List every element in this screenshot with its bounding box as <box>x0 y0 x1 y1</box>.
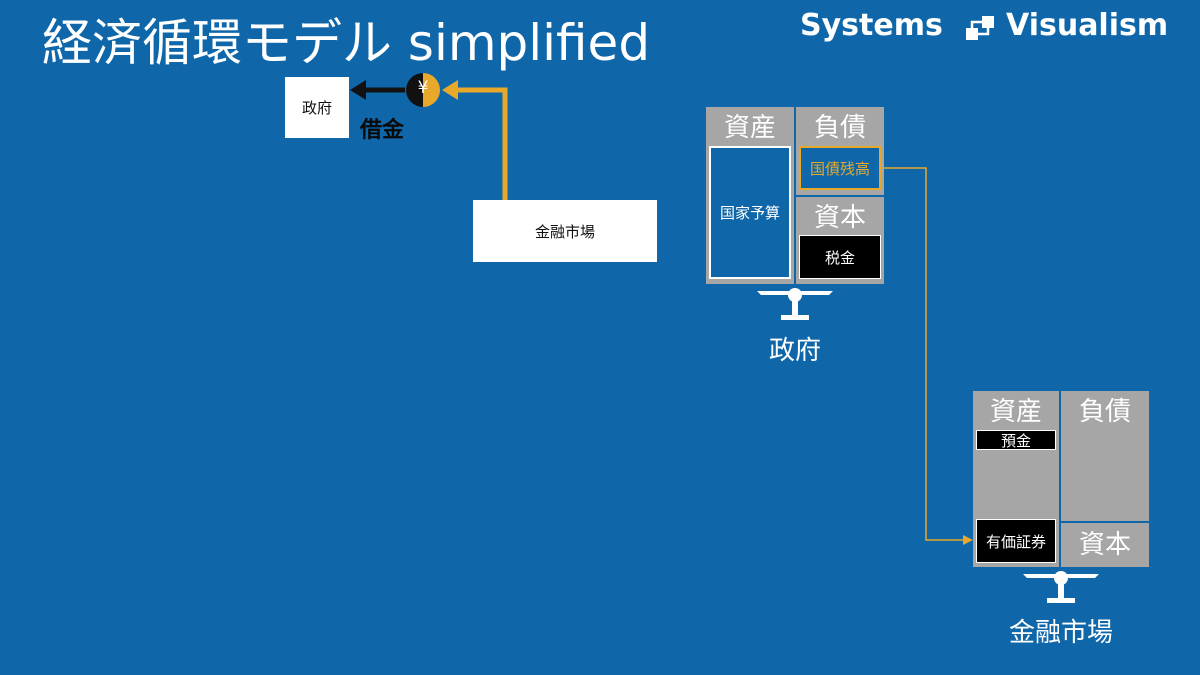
market-to-coin-arrow <box>455 87 508 200</box>
gov-tax-cell: 税金 <box>799 235 881 279</box>
gov-liabilities-column: 負債 国債残高 <box>796 107 884 195</box>
market-deposit-label: 預金 <box>1000 431 1031 450</box>
government-balance-sheet: 資産 国家予算 負債 国債残高 資本 税金 <box>706 107 884 284</box>
market-equity-column: 資本 <box>1061 523 1149 567</box>
financial-market-box: 金融市場 <box>473 200 657 262</box>
market-liabilities-header: 負債 <box>1078 397 1131 427</box>
logo: Systems Visualism <box>800 6 1192 46</box>
market-balance-sheet: 資産 預金 有価証券 負債 資本 <box>973 391 1149 567</box>
gov-caption: 政府 <box>768 336 821 366</box>
financial-market-box-label: 金融市場 <box>534 222 595 241</box>
market-assets-column: 資産 預金 有価証券 <box>973 391 1059 567</box>
bond-to-securities-arrowhead <box>963 535 973 545</box>
market-scale-icon <box>1023 571 1099 603</box>
market-deposit-cell: 預金 <box>976 430 1056 450</box>
gov-equity-header: 資本 <box>813 203 866 233</box>
gov-budget-label: 国家予算 <box>719 204 780 222</box>
gov-budget-cell: 国家予算 <box>709 146 791 279</box>
gov-scale-icon <box>757 288 833 320</box>
gov-assets-header: 資産 <box>723 113 776 143</box>
yen-coin-icon <box>406 73 440 107</box>
gov-tax-label: 税金 <box>824 248 855 267</box>
market-caption: 金融市場 <box>1008 618 1113 648</box>
market-securities-cell: 有価証券 <box>976 519 1056 563</box>
market-liabilities-column: 負債 <box>1061 391 1149 521</box>
bond-to-securities-line <box>880 167 966 541</box>
page-title: 経済循環モデル simplified <box>42 14 651 72</box>
gov-bond-label: 国債残高 <box>809 159 870 178</box>
borrowing-label: 借金 <box>360 118 405 143</box>
market-to-coin-arrowhead <box>442 80 458 100</box>
coin-to-government-arrowhead <box>350 80 366 100</box>
gov-assets-column: 資産 国家予算 <box>706 107 794 284</box>
market-equity-header: 資本 <box>1078 530 1131 560</box>
market-securities-label: 有価証券 <box>985 532 1046 551</box>
flow-chart-icon <box>966 16 994 40</box>
government-box-label: 政府 <box>301 99 332 117</box>
gov-bond-cell: 国債残高 <box>799 146 881 190</box>
government-box: 政府 <box>285 77 349 138</box>
logo-text-visualism: Visualism <box>1006 8 1169 43</box>
logo-text-systems: Systems <box>800 8 943 43</box>
gov-liabilities-header: 負債 <box>813 113 866 143</box>
market-assets-header: 資産 <box>989 397 1042 427</box>
gov-equity-column: 資本 税金 <box>796 197 884 284</box>
coin-symbol: ¥ <box>417 78 429 98</box>
